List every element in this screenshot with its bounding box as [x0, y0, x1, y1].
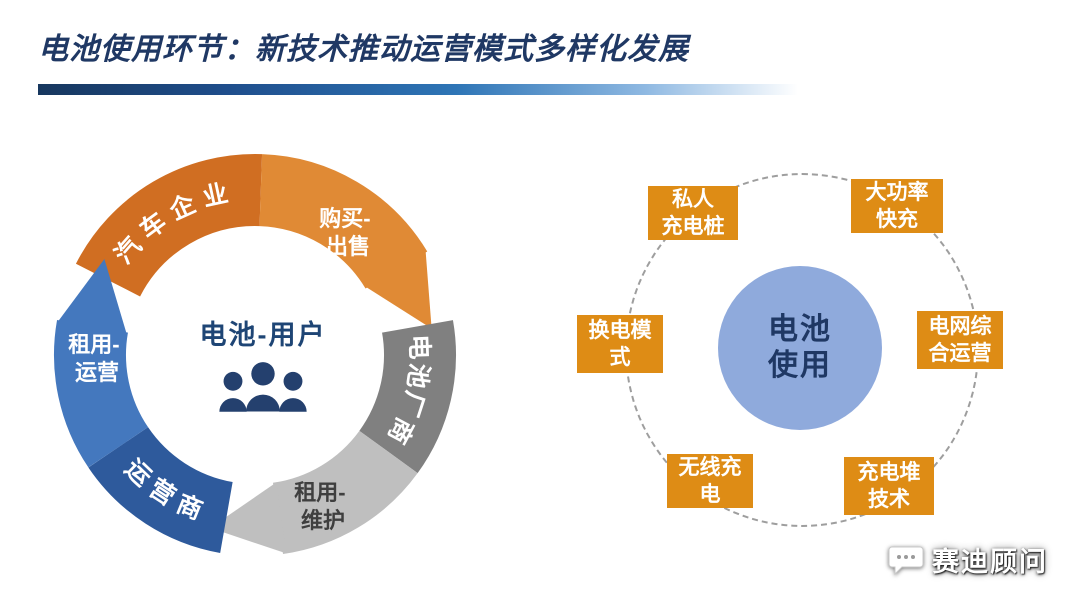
- hub-node-label-line1: 电网综: [928, 314, 992, 338]
- hub-node-charging-stack-tech: 充电堆 技术: [844, 457, 934, 515]
- cycle-arrow-operator-head: [54, 258, 149, 468]
- cycle-arrow-automaker-head: [258, 154, 432, 329]
- hub-node-label-line2: 技术: [868, 488, 910, 511]
- page-title: 电池使用环节：新技术推动运营模式多样化发展: [38, 33, 689, 66]
- users-icon: [219, 362, 307, 412]
- hub-node-label-line1: 换电模: [588, 318, 652, 342]
- hub-center-label-line1: 电池: [768, 313, 832, 346]
- hub-node-label-line2: 合运营: [928, 342, 992, 365]
- hub-node-label-line1: 充电堆: [857, 460, 921, 484]
- hub-node-label-line2: 充电桩: [661, 215, 725, 238]
- transaction-label-rent-maintain: 租用- 维护: [294, 480, 351, 533]
- hub-node-label-line1: 无线充: [678, 455, 742, 479]
- hub-node-label-line2: 快充: [876, 208, 918, 231]
- cycle-center-label: 电池-用户: [200, 319, 327, 350]
- hub-node-grid-integrated-operation: 电网综 合运营: [917, 311, 1003, 369]
- hub-center-label-line2: 使用: [768, 349, 832, 382]
- hub-node-private-charger: 私人 充电桩: [648, 186, 738, 240]
- hub-node-wireless-charging: 无线充 电: [667, 454, 753, 508]
- cycle-arrow-batterymaker-head: [210, 430, 418, 555]
- hub-node-label-line1: 私人: [672, 187, 714, 211]
- hub-center-circle: 电池 使用: [718, 266, 882, 430]
- cycle-diagram: 汽车企业 电池厂商 运营商 购买- 出售 租用- 维护 租用- 运营 电池-用户: [54, 154, 456, 555]
- hub-node-label-line2: 式: [609, 346, 631, 369]
- transaction-label-buy-sell: 购买- 出售: [319, 206, 376, 259]
- wechat-bubble-icon: [888, 546, 924, 575]
- hub-node-label-line2: 电: [699, 483, 721, 506]
- watermark-label: 赛迪顾问: [932, 547, 1048, 577]
- cycle-arrow-batterymaker-body: [358, 320, 456, 474]
- hub-node-label-line1: 大功率: [865, 180, 929, 204]
- watermark: 赛迪顾问: [888, 540, 1048, 579]
- hub-node-battery-swap: 换电模 式: [577, 315, 663, 373]
- cycle-arrow-operator-body: [88, 426, 234, 553]
- title-underline-bar: [38, 84, 798, 95]
- hub-node-high-power-fast-charge: 大功率 快充: [851, 179, 943, 233]
- transaction-label-rent-operate: 租用- 运营: [68, 332, 125, 385]
